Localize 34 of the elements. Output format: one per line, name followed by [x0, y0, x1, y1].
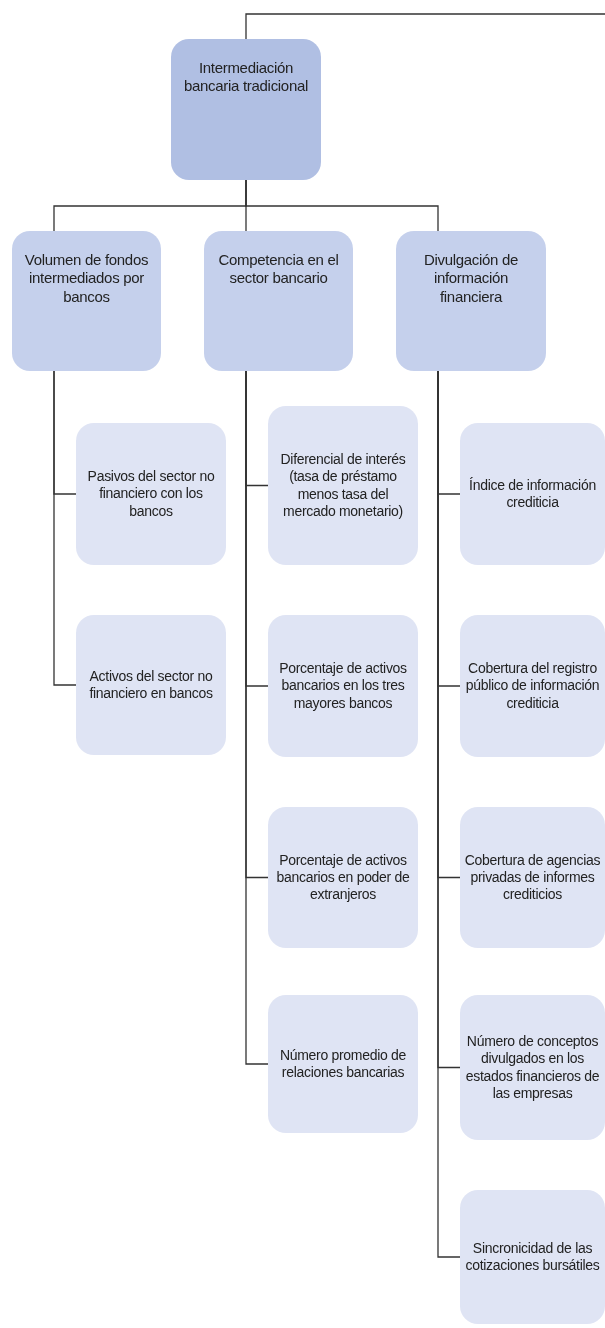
- indicator-box: [460, 615, 605, 757]
- connector-line: [245, 179, 439, 232]
- box-label: Número promedio de relaciones bancarias: [278, 1046, 408, 1082]
- connector-line: [245, 370, 269, 1065]
- indicator-box: [460, 1190, 605, 1324]
- box-label: Activos del sector no financiero en bancos: [88, 667, 214, 703]
- box-label: Intermediación bancaria tradicional: [182, 59, 310, 96]
- category-box: [204, 231, 353, 371]
- category-box: [12, 231, 161, 371]
- connector-line: [245, 13, 605, 40]
- indicator-box: [268, 807, 418, 948]
- box-label: Índice de información crediticia: [468, 476, 597, 512]
- indicator-box: [268, 995, 418, 1133]
- indicator-box: [268, 615, 418, 757]
- box-label: Porcentaje de activos bancarios en poder de extranjeros: [275, 851, 411, 904]
- box-label: Cobertura del registro público de información crediticia: [464, 660, 601, 712]
- connector-line: [53, 370, 77, 686]
- category-box: [396, 231, 546, 371]
- box-label: Sincronicidad de las cotizaciones bursátiles: [464, 1239, 601, 1275]
- box-label: Volumen de fondos intermediados por bancos: [23, 251, 150, 306]
- indicator-box: [76, 423, 226, 565]
- box-label: Pasivos del sector no financiero con los bancos: [86, 468, 216, 520]
- box-label: Divulgación de información financiera: [422, 251, 520, 306]
- indicator-box: [460, 807, 605, 948]
- root-box: [171, 39, 321, 180]
- indicator-box: [460, 995, 605, 1140]
- box-label: Diferencial de interés (tasa de préstamo menos tasa del mercado monetario): [279, 451, 407, 520]
- indicator-box: [460, 423, 605, 565]
- box-label: Porcentaje de activos bancarios en los tres mayores bancos: [278, 660, 408, 712]
- indicator-box: [268, 406, 418, 565]
- indicator-box: [76, 615, 226, 755]
- box-label: Competencia en el sector bancario: [217, 251, 340, 288]
- box-label: Cobertura de agencias privadas de informes crediticios: [464, 851, 601, 904]
- box-label: Número de conceptos divulgados en los estados financieros de las empresas: [464, 1033, 601, 1102]
